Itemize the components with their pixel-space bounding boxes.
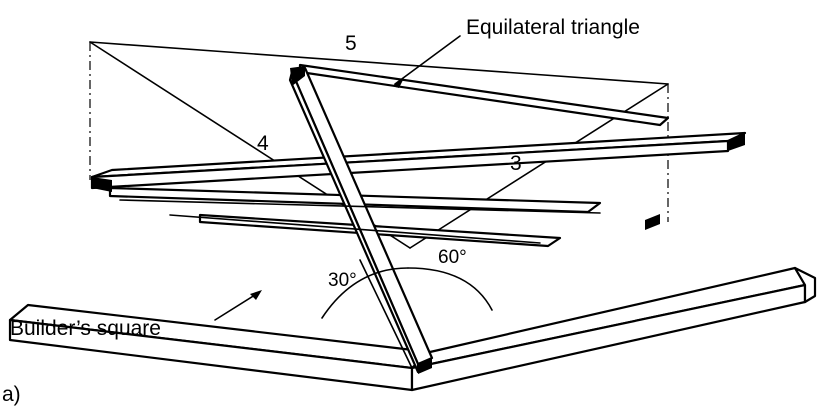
label-angle-30: 30° — [328, 270, 357, 291]
arc-60 — [407, 267, 493, 311]
hypotenuse-5 — [89, 41, 669, 85]
label-builders-square: Builder’s square — [10, 317, 161, 340]
label-side-3: 3 — [510, 152, 522, 175]
strip-top-cap — [290, 66, 305, 86]
label-panel: a) — [2, 383, 21, 406]
square-right-arm-top — [410, 266, 807, 370]
strip-bottom-cap — [418, 358, 432, 374]
battens — [90, 63, 747, 248]
batten-small-slot — [645, 214, 660, 230]
labels: 5 4 3 30° 60° Equilateral triangle Build… — [2, 16, 640, 406]
angle-arcs — [321, 267, 493, 319]
label-equilateral-triangle: Equilateral triangle — [466, 16, 640, 39]
arc-30 — [321, 267, 409, 319]
square-end-cap — [793, 266, 817, 304]
square-arrowhead — [250, 290, 262, 300]
leaders — [214, 35, 461, 321]
batten-right-slot — [728, 133, 745, 151]
label-side-5: 5 — [345, 32, 357, 55]
equilateral-arrowhead — [392, 78, 404, 88]
builders-square — [8, 266, 817, 392]
square-leader — [214, 292, 259, 321]
label-side-4: 4 — [257, 132, 269, 155]
batten-left-slot — [92, 177, 112, 192]
equilateral-leader — [394, 35, 461, 85]
square-right-arm-side — [410, 283, 807, 392]
construction-lines — [89, 42, 669, 222]
label-angle-60: 60° — [438, 247, 467, 268]
inner-lines — [119, 199, 601, 369]
batten-upper — [298, 63, 670, 127]
equilateral-triangle-strip — [288, 66, 434, 374]
strip-face — [290, 66, 434, 366]
